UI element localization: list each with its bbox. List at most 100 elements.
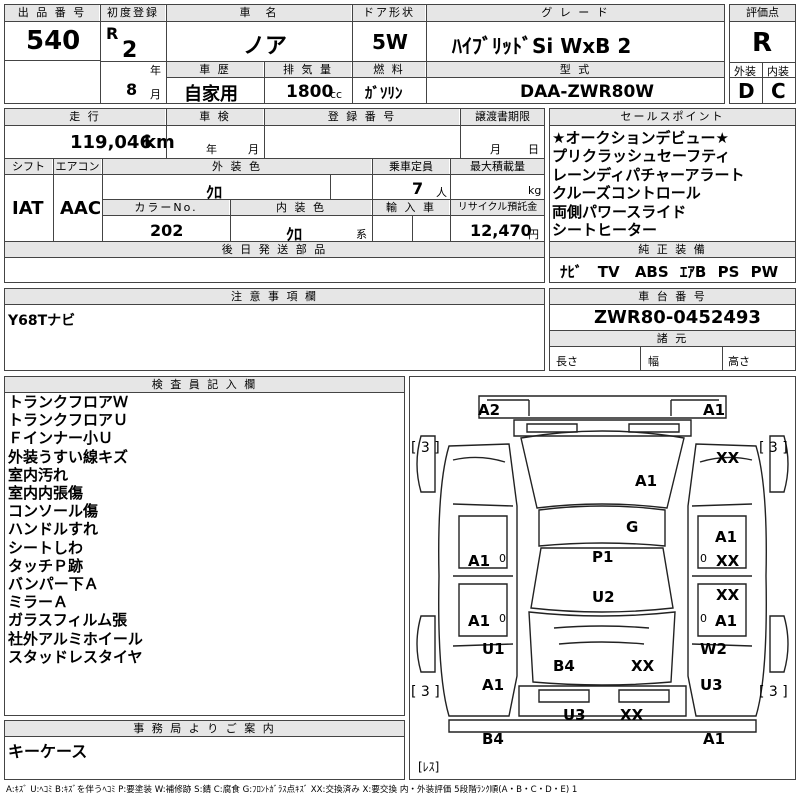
mark-left-front: A1 <box>482 676 505 694</box>
aircon: AAC <box>60 198 102 219</box>
sales-points-label: セールスポイント <box>550 109 795 125</box>
right-side-outline <box>687 443 767 717</box>
int-color-label: 内 装 色 <box>231 200 371 215</box>
grade: ﾊｲﾌﾞﾘｯﾄﾞSi WxB 2 <box>452 34 632 58</box>
inspector-note: トランクフロアＵ <box>8 411 129 430</box>
equipment-item: ABS <box>634 263 669 281</box>
shift: IAT <box>12 198 44 219</box>
wheel-rr <box>769 435 789 493</box>
ext-color: ｸﾛ <box>206 183 223 202</box>
tire-front-left: [ 3 ] <box>411 684 440 700</box>
chassis-label: 車 台 番 号 <box>550 289 795 304</box>
history: 自家用 <box>184 84 238 105</box>
equipment-list: ﾅﾋﾞ TV ABS ｴｱB PS PW <box>560 261 778 282</box>
mark-center-u: U2 <box>592 588 615 606</box>
lot-no: 540 <box>26 26 81 56</box>
mark-front-right: A1 <box>703 730 726 748</box>
inspector-note: Ｆインナー小Ｕ <box>8 429 114 448</box>
sales-points-panel <box>549 108 796 283</box>
mark-rear-right-corner: A1 <box>703 401 726 419</box>
hood-outline <box>528 611 676 686</box>
inspector-note: 室内汚れ <box>8 465 69 484</box>
chassis-panel <box>549 288 796 371</box>
displacement-unit: cc <box>330 88 343 101</box>
mark-right-rear-quarter: XX <box>716 449 740 467</box>
notes-label: 注 意 事 項 欄 <box>5 289 544 304</box>
mark-right-front-door-xx: XX <box>716 586 740 604</box>
interior-label: 内装 <box>767 65 789 78</box>
mileage: 119,046 <box>70 132 152 153</box>
front-bumper-outline <box>518 685 687 717</box>
load-unit: kg <box>528 184 542 197</box>
mark-left-front-door-dent: 0 <box>499 612 506 625</box>
interior-score: C <box>771 79 786 103</box>
int-color: ｸﾛ <box>286 225 303 244</box>
sales-points-list: ★オークションデビュー★ プリクラッシュセーフティ レーンディパチャーアラート … <box>552 129 744 239</box>
first-reg-label: 初度登録 <box>101 5 165 21</box>
capacity-label: 乗車定員 <box>373 159 449 174</box>
car-body-diagram <box>416 395 789 733</box>
inspector-panel <box>4 376 405 716</box>
sales-point: プリクラッシュセーフティ <box>552 147 731 166</box>
exterior-label: 外装 <box>734 65 756 78</box>
transfer-label: 譲渡書期限 <box>461 109 544 125</box>
inspector-note: スタッドレスタイヤ <box>8 647 143 666</box>
chassis-number: ZWR80-0452493 <box>594 307 761 328</box>
notes-text: Y68Tナビ <box>8 313 76 329</box>
grade-label: グ レ ー ド <box>427 5 724 21</box>
mark-rear-glass: A1 <box>635 472 658 490</box>
inspector-note: ミラーＡ <box>8 593 69 612</box>
door-label: ドア形状 <box>353 5 425 21</box>
inspector-note: ガラスフィルム張 <box>8 611 128 630</box>
office-label: 事 務 局 よ り ご 案 内 <box>5 721 404 736</box>
recycle-unit: 円 <box>528 228 539 241</box>
dims-label: 諸 元 <box>550 331 795 346</box>
tire-rear-left: [ 3 ] <box>411 440 440 456</box>
left-side-outline <box>438 443 518 717</box>
wheel-rl <box>416 435 436 493</box>
length-label: 長さ <box>556 355 578 368</box>
mark-roof: G <box>626 518 639 536</box>
inspector-label: 検 査 員 記 入 欄 <box>5 377 404 392</box>
mark-front-bumper-u: U3 <box>563 706 586 724</box>
office-panel <box>4 720 405 780</box>
inspector-note: バンパー下Ａ <box>8 575 99 594</box>
inspector-notes-list: トランクフロアＷ トランクフロアＵ Ｆインナー小Ｕ 外装うすい線キズ 室内汚れ … <box>8 393 143 666</box>
mark-right-front-door-dent: 0 <box>700 612 707 625</box>
mark-center-p: P1 <box>592 548 614 566</box>
import-label: 輸 入 車 <box>373 200 449 215</box>
capacity-unit: 人 <box>436 186 447 199</box>
rear-bumper-outline <box>478 395 727 419</box>
recycle: 12,470 <box>470 221 532 240</box>
rear-hatch-outline <box>513 419 692 437</box>
inspector-note: シートしわ <box>8 538 84 557</box>
mark-right-rear-door-xx: XX <box>716 552 740 570</box>
mark-right-front: U3 <box>700 676 723 694</box>
spare-tire: [ﾚｽ] <box>418 760 440 774</box>
transfer-day-unit: 日 <box>528 143 539 156</box>
fuel: ｶﾞｿﾘﾝ <box>365 84 403 102</box>
sales-point: レーンディパチャーアラート <box>552 165 745 184</box>
inspector-note: 室内内張傷 <box>8 484 84 503</box>
equipment-item: ｴｱB <box>679 263 707 281</box>
inspection-label: 車 検 <box>167 109 263 125</box>
windshield-outline <box>530 547 674 613</box>
mark-rear-left-corner: A2 <box>478 401 501 419</box>
insp-month-unit: 月 <box>248 143 259 156</box>
mark-right-rear-door-a: A1 <box>715 528 738 546</box>
inspector-note: タッチＰ跡 <box>8 556 84 575</box>
month-unit: 月 <box>150 88 161 101</box>
model: DAA-ZWR80W <box>520 82 655 102</box>
roof-outline <box>538 505 666 547</box>
wheel-fl <box>416 615 436 673</box>
notes-panel <box>4 288 545 371</box>
insp-year-unit: 年 <box>206 143 217 156</box>
score: R <box>752 28 773 58</box>
top-info-panel <box>4 4 725 104</box>
exterior-score: D <box>738 79 755 103</box>
inspector-note: ハンドルすれ <box>8 520 99 539</box>
equipment-label: 純 正 装 備 <box>550 242 795 257</box>
color-no: 202 <box>150 221 184 240</box>
transfer-month-unit: 月 <box>490 143 501 156</box>
equipment-item: PS <box>717 263 740 281</box>
